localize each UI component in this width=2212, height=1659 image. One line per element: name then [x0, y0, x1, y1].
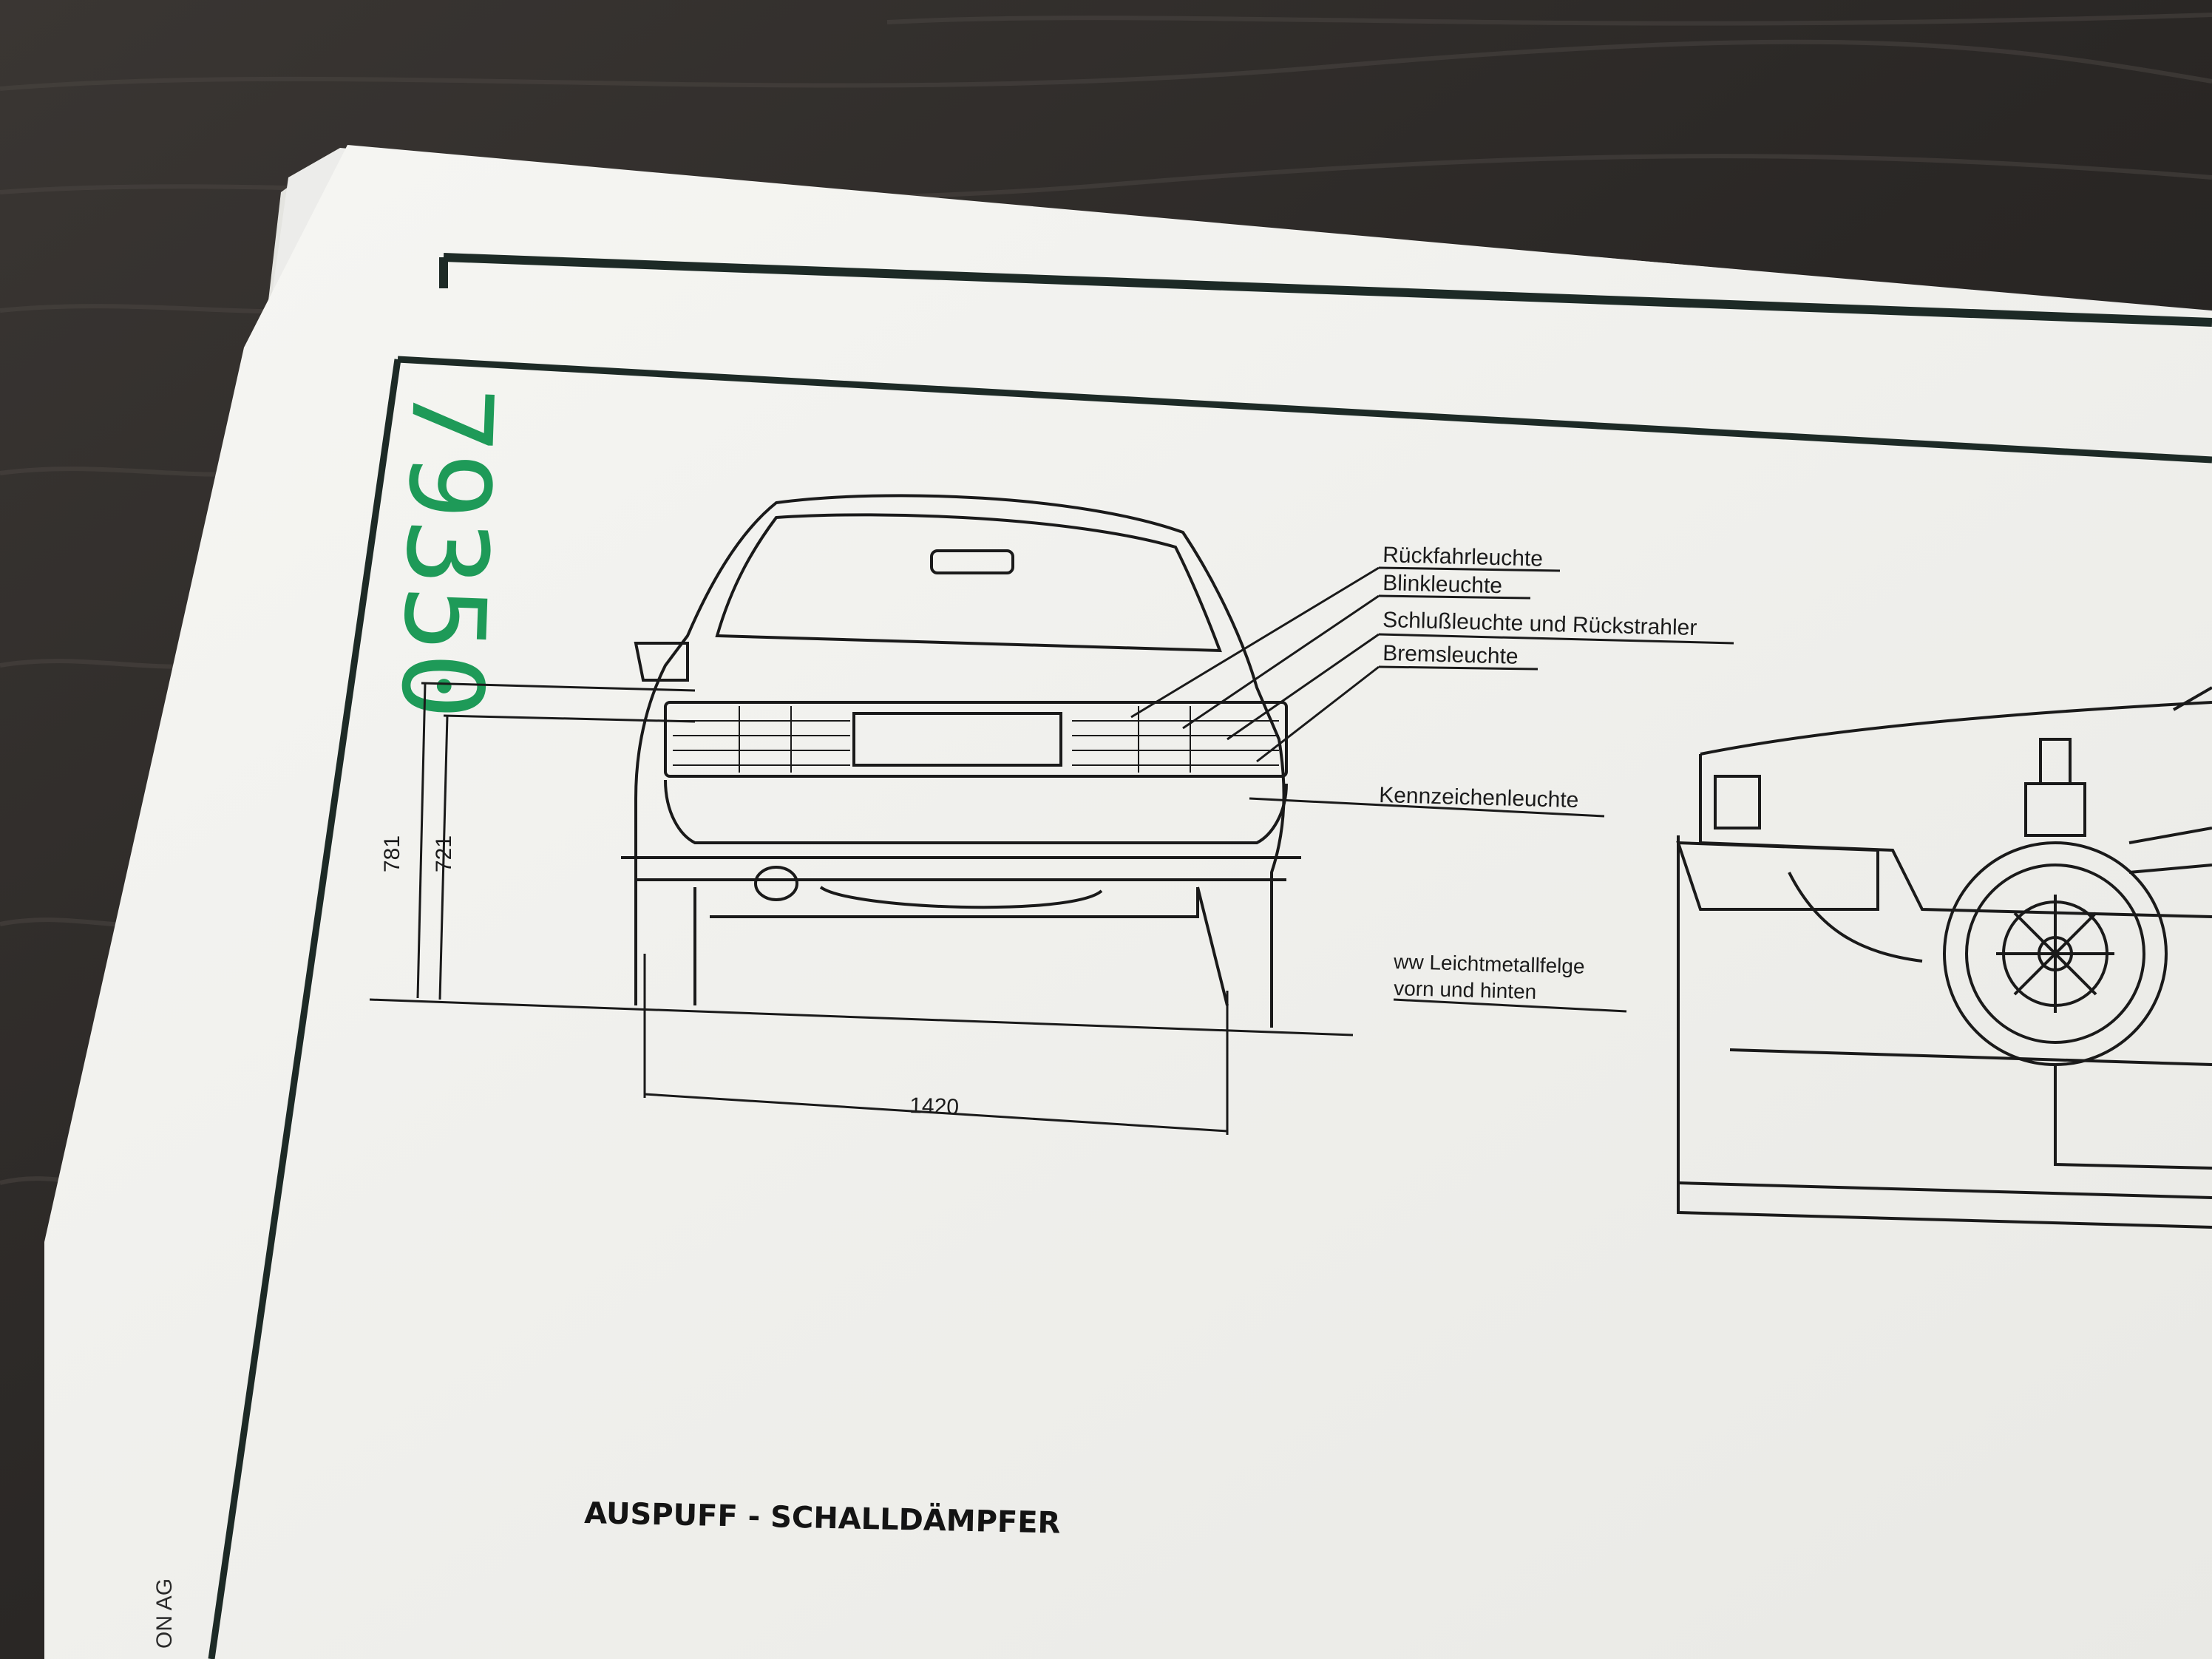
callout-leaders — [1130, 566, 1734, 1013]
callout-alloy-wheel-1: ww Leichtmetallfelge — [1393, 950, 1585, 978]
callout-alloy-wheel-2: vorn und hinten — [1394, 977, 1537, 1003]
dim-track-width: 1420 — [909, 1093, 960, 1119]
dim-height-outer: 781 — [380, 835, 404, 872]
callout-turn-signal: Blinkleuchte — [1382, 571, 1503, 598]
page-edge-text: ON AG — [152, 1578, 177, 1649]
stamp-number: 79350 — [376, 384, 516, 722]
dim-height-inner: 721 — [432, 835, 456, 872]
paper-sheet — [44, 145, 2212, 1659]
dimension-lines — [369, 682, 1354, 1135]
page-frame — [208, 253, 2212, 1659]
callout-reverse-light: Rückfahrleuchte — [1382, 543, 1544, 571]
callout-brake-light: Bremsleuchte — [1382, 641, 1519, 669]
car-side-view — [1676, 686, 2212, 1229]
callout-plate-light: Kennzeichenleuchte — [1379, 783, 1579, 812]
